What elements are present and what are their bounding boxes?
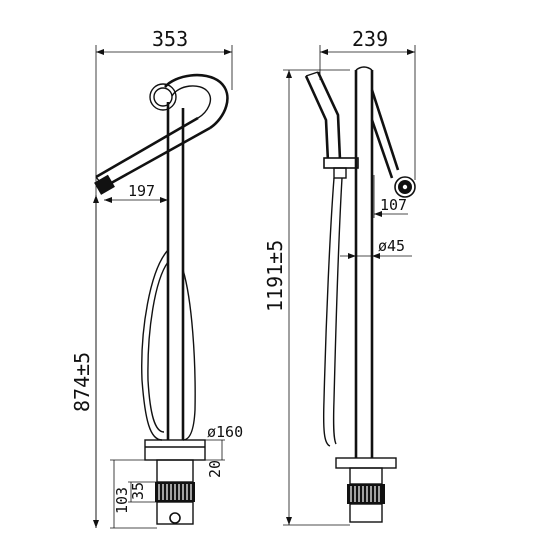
dim-874-label: 874±5 (70, 352, 94, 412)
dim-874: 874±5 (70, 195, 99, 528)
dim-353: 353 (95, 27, 233, 528)
left-spout (94, 116, 211, 195)
left-base: ø160 20 (144, 423, 243, 478)
dim-45: ø45 (340, 237, 412, 259)
dim-103-label: 103 (113, 487, 131, 514)
dim-1191-label: 1191±5 (263, 240, 287, 312)
right-column (354, 66, 374, 458)
dim-239-label: 239 (352, 27, 388, 51)
right-base (335, 457, 397, 523)
dim-197-label: 197 (128, 182, 155, 200)
dim-107-label: 107 (380, 196, 407, 214)
right-spout (370, 89, 416, 198)
right-hose (322, 177, 343, 447)
mixer-handle (149, 73, 229, 130)
hand-shower (304, 71, 359, 179)
dim-1191: 1191±5 (263, 69, 350, 526)
dim-20-label: 20 (206, 460, 224, 478)
left-column (166, 102, 185, 440)
left-hose (141, 249, 196, 441)
right-view: 239 1191±5 (263, 27, 416, 526)
dim-239: 239 (319, 27, 416, 180)
left-view: 353 874±5 197 (70, 27, 243, 529)
dim-35-label: 35 (129, 482, 147, 500)
dim-107: 107 (373, 175, 408, 218)
left-valve: 35 103 (110, 459, 195, 529)
dim-45-label: ø45 (378, 237, 405, 255)
dim-160-label: ø160 (207, 423, 243, 441)
dim-353-label: 353 (152, 27, 188, 51)
